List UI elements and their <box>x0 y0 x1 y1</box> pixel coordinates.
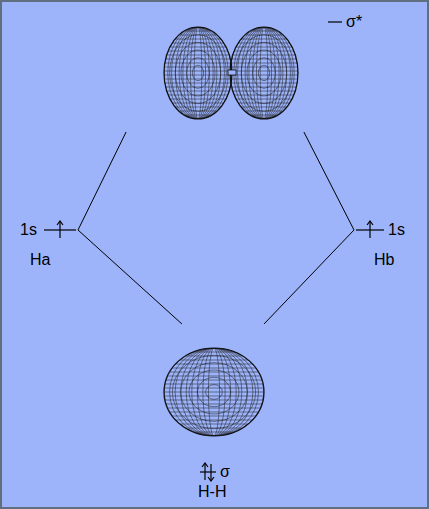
orbital-label: σ <box>220 464 230 480</box>
orbital-illustration <box>152 324 280 504</box>
energy-level <box>200 471 216 472</box>
orbital-lobe <box>164 27 232 119</box>
energy-level <box>328 21 342 22</box>
correlation-line <box>78 132 126 230</box>
orbital-label: H-H <box>198 484 226 500</box>
orbital-lobe <box>164 348 264 436</box>
molecular-orbital: σH-H <box>152 324 280 504</box>
electron-spin <box>202 463 208 480</box>
atomic-orbital: 1sHa <box>16 216 78 272</box>
orbital-label: 1s <box>20 222 37 238</box>
orbital-label: σ* <box>346 14 362 30</box>
electron-spin <box>208 464 214 481</box>
correlation-line <box>304 132 354 230</box>
orbital-label: Ha <box>30 252 50 268</box>
bond-axis <box>228 70 236 75</box>
atomic-orbital: 1sHb <box>354 216 416 272</box>
electron-spin <box>367 221 373 238</box>
orbital-illustration <box>120 8 374 132</box>
correlation-line <box>264 230 354 324</box>
correlation-line <box>78 230 182 324</box>
orbital-label: Hb <box>374 252 394 268</box>
molecular-orbital: σ* <box>120 8 374 132</box>
electron-spin <box>57 221 63 238</box>
orbital-label: 1s <box>388 222 405 238</box>
orbital-lobe <box>230 27 298 119</box>
